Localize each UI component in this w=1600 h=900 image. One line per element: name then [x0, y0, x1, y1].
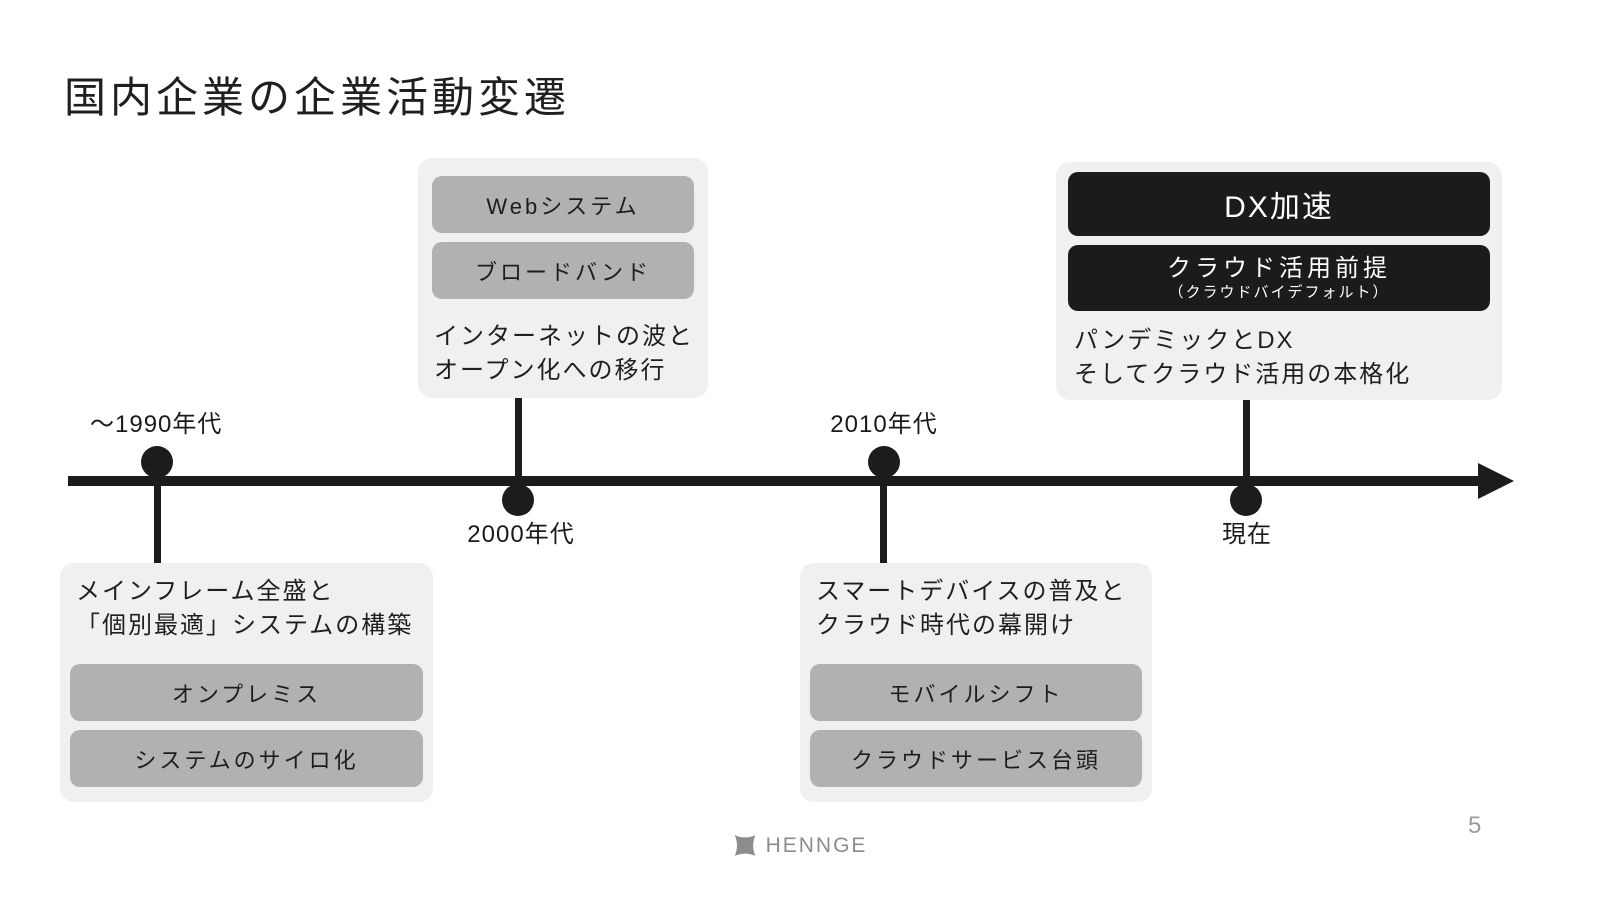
tag-pill-broadband: ブロードバンド: [432, 242, 694, 299]
era-caption-2000: インターネットの波と オープン化への移行: [432, 320, 694, 388]
caption-line: そしてクラウド活用の本格化: [1074, 361, 1412, 388]
timeline-dot-1990: [141, 446, 173, 478]
era-label-2010: 2010年代: [830, 411, 938, 438]
page-title: 国内企業の企業活動変遷: [64, 74, 571, 121]
era-caption-1990: メインフレーム全盛と 「個別最適」システムの構築: [70, 575, 423, 643]
era-label-now: 現在: [1222, 521, 1272, 548]
page-number: 5: [1468, 812, 1482, 839]
connector-1990: [154, 481, 161, 563]
footer-logo-text: HENNGE: [765, 833, 868, 857]
caption-line: インターネットの波と: [434, 323, 694, 350]
era-card-2010: スマートデバイスの普及と クラウド時代の幕開け モバイルシフト クラウドサービス…: [800, 563, 1152, 802]
era-caption-now: パンデミックとDX そしてクラウド活用の本格化: [1068, 324, 1490, 392]
era-label-2000: 2000年代: [467, 521, 575, 548]
timeline-dot-now: [1230, 484, 1262, 516]
highlight-title: DX加速: [1224, 191, 1334, 224]
timeline-axis: [68, 476, 1483, 486]
connector-2000: [515, 395, 522, 481]
era-card-1990: メインフレーム全盛と 「個別最適」システムの構築 オンプレミス システムのサイロ…: [60, 563, 433, 802]
tag-pill-cloud-services: クラウドサービス台頭: [810, 730, 1142, 787]
timeline-dot-2000: [502, 484, 534, 516]
connector-2010: [880, 481, 887, 563]
era-caption-2010: スマートデバイスの普及と クラウド時代の幕開け: [810, 575, 1142, 643]
footer-logo: HENNGE: [733, 833, 868, 858]
caption-line: メインフレーム全盛と: [76, 578, 335, 605]
timeline-arrowhead-icon: [1478, 463, 1514, 499]
tag-pill-web-system: Webシステム: [432, 176, 694, 233]
caption-line: スマートデバイスの普及と: [816, 578, 1127, 605]
highlight-sub-line1: クラウド活用前提: [1167, 254, 1391, 282]
highlight-sub-line2: （クラウドバイデフォルト）: [1168, 283, 1390, 301]
caption-line: クラウド時代の幕開け: [816, 612, 1076, 639]
hennge-star-icon: [733, 833, 758, 858]
era-card-2000: Webシステム ブロードバンド インターネットの波と オープン化への移行: [418, 158, 708, 398]
tag-pill-onpremise: オンプレミス: [70, 664, 423, 721]
caption-line: 「個別最適」システムの構築: [76, 612, 414, 639]
highlight-pill-dx: DX加速: [1068, 172, 1490, 236]
caption-line: オープン化への移行: [434, 357, 667, 384]
era-label-1990: ～1990年代: [90, 411, 223, 438]
timeline-dot-2010: [868, 446, 900, 478]
connector-now: [1243, 398, 1250, 481]
tag-pill-mobile-shift: モバイルシフト: [810, 664, 1142, 721]
caption-line: パンデミックとDX: [1074, 327, 1295, 354]
highlight-pill-cloud: クラウド活用前提 （クラウドバイデフォルト）: [1068, 245, 1490, 311]
tag-pill-silo: システムのサイロ化: [70, 730, 423, 787]
era-card-now: DX加速 クラウド活用前提 （クラウドバイデフォルト） パンデミックとDX そし…: [1056, 162, 1502, 400]
